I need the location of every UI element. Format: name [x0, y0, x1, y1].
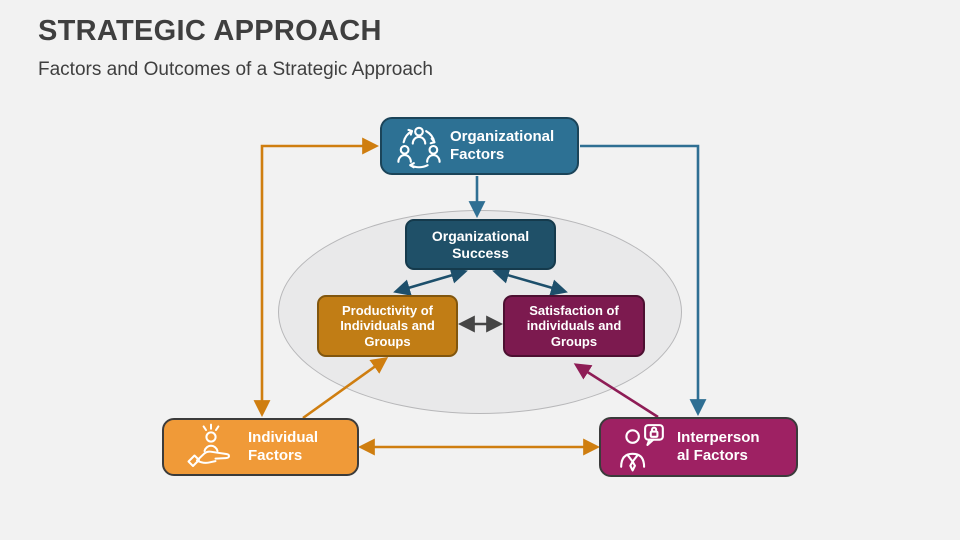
arrow-individual-to-organizational-factors: [253, 137, 380, 418]
person-speech-bubble-icon: [620, 424, 664, 472]
node-label: Interperson al Factors: [677, 429, 760, 464]
node-interpersonal-factors: Interperson al Factors: [599, 417, 798, 477]
people-cycle-icon: [397, 126, 441, 169]
node-organizational-success: Organizational Success: [405, 219, 556, 270]
person-in-hand-icon: [187, 423, 231, 467]
node-productivity: Productivity of Individuals and Groups: [317, 295, 458, 357]
node-organizational-factors: Organizational Factors: [380, 117, 579, 175]
node-label: Organizational Success: [431, 227, 530, 261]
page-title: STRATEGIC APPROACH: [38, 15, 382, 47]
node-satisfaction: Satisfaction of individuals and Groups: [503, 295, 645, 357]
node-label: Productivity of Individuals and Groups: [340, 303, 435, 349]
node-label: Individual Factors: [248, 429, 319, 464]
node-label: Organizational Factors: [450, 128, 555, 163]
arrow-success-satisfaction: [492, 267, 568, 296]
arrow-success-productivity: [393, 267, 468, 296]
node-label: Satisfaction of individuals and Groups: [526, 303, 622, 349]
arrow-organizational-factors-to-interpersonal: [580, 144, 707, 417]
arrow-individual-to-productivity: [302, 357, 389, 420]
page-subtitle: Factors and Outcomes of a Strategic Appr…: [38, 59, 433, 80]
arrow-interpersonal-to-satisfaction: [573, 363, 659, 419]
node-individual-factors: Individual Factors: [162, 418, 359, 476]
